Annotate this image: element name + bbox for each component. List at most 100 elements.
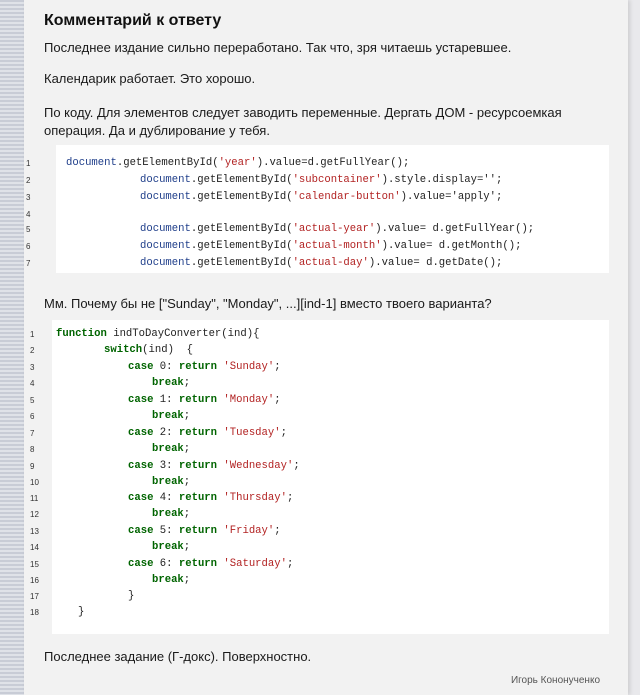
code-object: document bbox=[140, 191, 191, 203]
line-number: 4 bbox=[26, 210, 31, 219]
code-text: ; bbox=[293, 460, 300, 472]
line-number: 9 bbox=[30, 462, 35, 471]
code-method: .getElementById( bbox=[190, 240, 293, 252]
paragraph-3: По коду. Для элементов следует заводить … bbox=[44, 105, 562, 138]
code-line: break; bbox=[152, 541, 190, 553]
comment-author: Игорь Кононученко bbox=[510, 675, 600, 686]
line-number: 6 bbox=[30, 412, 35, 421]
code-text: 2: bbox=[153, 427, 179, 439]
code-keyword: break bbox=[152, 508, 184, 520]
code-string: 'Friday' bbox=[223, 525, 275, 537]
code-method: .getElementById( bbox=[190, 191, 293, 203]
code-string: 'actual-month' bbox=[292, 240, 382, 252]
code-method: .getElementById( bbox=[190, 223, 293, 235]
code-keyword: switch bbox=[104, 344, 143, 356]
code-keyword: return bbox=[178, 394, 218, 406]
line-number: 7 bbox=[26, 259, 31, 268]
code-keyword: break bbox=[152, 443, 184, 455]
code-keyword: return bbox=[178, 492, 218, 504]
code-object: document bbox=[140, 240, 191, 252]
code-string: 'Monday' bbox=[223, 394, 275, 406]
code-text: ; bbox=[280, 427, 287, 439]
code-text: (ind) { bbox=[142, 344, 194, 356]
code-text: ; bbox=[286, 558, 294, 570]
paragraph-4: Мм. Почему бы не ["Sunday", "Monday", ..… bbox=[44, 296, 492, 311]
code-object: document bbox=[140, 223, 191, 235]
code-text: } bbox=[128, 590, 135, 602]
code-line: break; bbox=[152, 574, 190, 586]
code-text: ; bbox=[183, 574, 191, 586]
code-line: case 5: return 'Friday'; bbox=[128, 525, 281, 537]
line-number: 10 bbox=[30, 478, 39, 487]
code-text: ; bbox=[286, 492, 294, 504]
code-text: indToDayConverter(ind){ bbox=[106, 328, 260, 340]
code-line: document.getElementById('subcontainer').… bbox=[140, 174, 502, 186]
code-string: 'year' bbox=[218, 157, 257, 169]
line-number: 3 bbox=[26, 193, 31, 202]
code-line: case 1: return 'Monday'; bbox=[128, 394, 281, 406]
code-line: break; bbox=[152, 377, 190, 389]
line-number: 15 bbox=[30, 560, 39, 569]
code-line: document.getElementById('actual-year').v… bbox=[140, 223, 534, 235]
code-tail: ).style.display=''; bbox=[381, 174, 503, 186]
code-text: 3: bbox=[153, 460, 179, 472]
code-tail: ).value=d.getFullYear(); bbox=[256, 157, 410, 169]
code-method: .getElementById( bbox=[190, 174, 293, 186]
code-tail: ).value= d.getFullYear(); bbox=[375, 223, 535, 235]
code-text: 1: bbox=[153, 394, 179, 406]
code-line: case 3: return 'Wednesday'; bbox=[128, 460, 300, 472]
line-number: 1 bbox=[26, 159, 31, 168]
code-line: document.getElementById('calendar-button… bbox=[140, 191, 502, 203]
code-text: ; bbox=[274, 361, 281, 373]
code-keyword: return bbox=[178, 427, 218, 439]
line-number: 7 bbox=[30, 429, 35, 438]
code-keyword: case bbox=[128, 492, 154, 504]
line-number: 8 bbox=[30, 445, 35, 454]
comment-card: Комментарий к ответу Последнее издание с… bbox=[24, 0, 628, 695]
line-number: 2 bbox=[26, 176, 31, 185]
code-line: switch(ind) { bbox=[104, 344, 193, 356]
code-line: case 0: return 'Sunday'; bbox=[128, 361, 281, 373]
line-number: 5 bbox=[30, 396, 35, 405]
line-number: 17 bbox=[30, 592, 39, 601]
code-string: 'calendar-button' bbox=[292, 191, 401, 203]
code-keyword: return bbox=[178, 361, 218, 373]
code-keyword: return bbox=[178, 525, 218, 537]
code-line: } bbox=[78, 606, 84, 618]
code-line: case 4: return 'Thursday'; bbox=[128, 492, 293, 504]
code-string: 'Sunday' bbox=[223, 361, 275, 373]
paragraph-1: Последнее издание сильно переработано. Т… bbox=[44, 40, 512, 55]
code-string: 'Tuesday' bbox=[223, 427, 281, 439]
code-keyword: break bbox=[152, 574, 184, 586]
code-line: document.getElementById('year').value=d.… bbox=[66, 157, 409, 169]
code-keyword: case bbox=[128, 361, 154, 373]
code-tail: ).value='apply'; bbox=[400, 191, 503, 203]
code-keyword: case bbox=[128, 558, 154, 570]
code-line: break; bbox=[152, 508, 190, 520]
code-line: case 6: return 'Saturday'; bbox=[128, 558, 293, 570]
code-line: break; bbox=[152, 476, 190, 488]
code-line: case 2: return 'Tuesday'; bbox=[128, 427, 287, 439]
code-text: ; bbox=[183, 410, 191, 422]
code-method: .getElementById( bbox=[190, 257, 293, 269]
code-text: 0: bbox=[153, 361, 179, 373]
code-line: document.getElementById('actual-day').va… bbox=[140, 257, 502, 269]
code-text: ; bbox=[183, 377, 191, 389]
code-object: document bbox=[66, 157, 117, 169]
code-line: function indToDayConverter(ind){ bbox=[56, 328, 259, 340]
code-keyword: break bbox=[152, 476, 184, 488]
code-tail: ).value= d.getMonth(); bbox=[381, 240, 522, 252]
code-string: 'Wednesday' bbox=[223, 460, 294, 472]
code-string: 'actual-day' bbox=[292, 257, 369, 269]
code-keyword: break bbox=[152, 377, 184, 389]
line-number: 3 bbox=[30, 363, 35, 372]
code-text: ; bbox=[183, 508, 191, 520]
code-tail: ).value= d.getDate(); bbox=[368, 257, 503, 269]
code-keyword: break bbox=[152, 410, 184, 422]
code-text: ; bbox=[274, 525, 281, 537]
code-string: 'actual-year' bbox=[292, 223, 376, 235]
code-keyword: function bbox=[56, 328, 107, 340]
code-line: break; bbox=[152, 443, 190, 455]
